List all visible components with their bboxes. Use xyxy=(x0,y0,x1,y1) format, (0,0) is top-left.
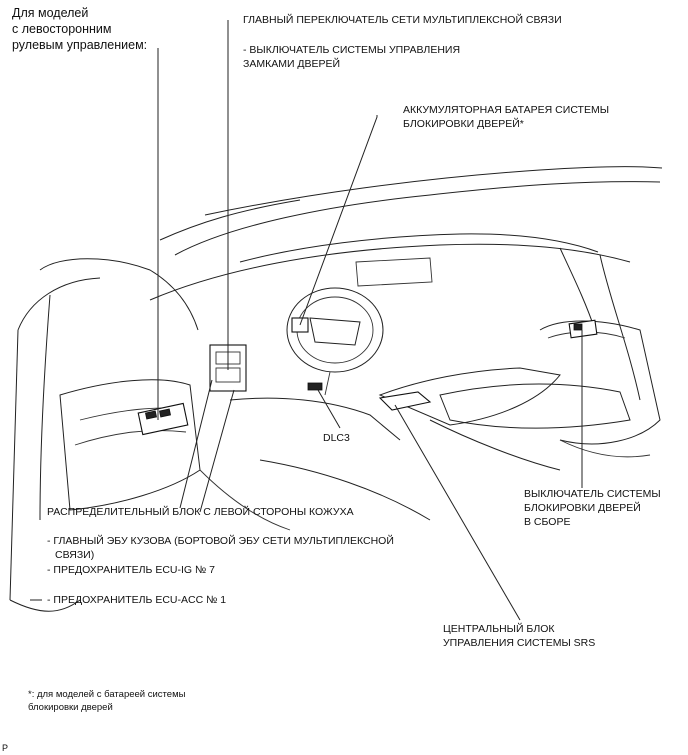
footnote-line-2: блокировки дверей xyxy=(28,702,113,713)
label-door-lock-control-switch: - ВЫКЛЮЧАТЕЛЬ СИСТЕМЫ УПРАВЛЕНИЯ ЗАМКАМИ… xyxy=(243,43,460,71)
label-door-lock-battery: АККУМУЛЯТОРНАЯ БАТАРЕЯ СИСТЕМЫ БЛОКИРОВК… xyxy=(403,103,609,131)
label-door-lock-switch-assembly: ВЫКЛЮЧАТЕЛЬ СИСТЕМЫ БЛОКИРОВКИ ДВЕРЕЙ В … xyxy=(524,487,661,529)
label-srs-unit-line-2: УПРАВЛЕНИЯ СИСТЕМЫ SRS xyxy=(443,637,596,649)
label-door-lock-switch-assembly-line-3: В СБОРЕ xyxy=(524,516,571,528)
model-note-line-3: рулевым управлением: xyxy=(12,38,148,52)
label-srs-unit-line-1: ЦЕНТРАЛЬНЫЙ БЛОК xyxy=(443,623,555,635)
label-main-multiplex-switch: ГЛАВНЫЙ ПЕРЕКЛЮЧАТЕЛЬ СЕТИ МУЛЬТИПЛЕКСНО… xyxy=(243,14,562,26)
model-note-line-2: с левосторонним xyxy=(12,22,112,36)
label-junction-block: РАСПРЕДЕЛИТЕЛЬНЫЙ БЛОК С ЛЕВОЙ СТОРОНЫ К… xyxy=(47,506,354,518)
label-door-lock-control-switch-line-1: - ВЫКЛЮЧАТЕЛЬ СИСТЕМЫ УПРАВЛЕНИЯ xyxy=(243,44,461,56)
footnote: *: для моделей с батареей системы блокир… xyxy=(28,688,185,714)
model-note: Для моделей с левосторонним рулевым упра… xyxy=(12,5,147,53)
label-door-lock-battery-line-1: АККУМУЛЯТОРНАЯ БАТАРЕЯ СИСТЕМЫ xyxy=(403,104,610,116)
label-dlc3: DLC3 xyxy=(323,432,350,444)
label-body-ecu-line-1: - ГЛАВНЫЙ ЭБУ КУЗОВА (БОРТОВОЙ ЭБУ СЕТИ … xyxy=(47,535,394,547)
corner-mark: P xyxy=(2,743,9,753)
label-door-lock-switch-assembly-line-1: ВЫКЛЮЧАТЕЛЬ СИСТЕМЫ xyxy=(524,488,661,500)
label-fuse-ecu-acc: - ПРЕДОХРАНИТЕЛЬ ECU-ACC № 1 xyxy=(47,594,227,606)
label-body-ecu-line-2: СВЯЗИ) xyxy=(55,549,95,561)
label-srs-unit: ЦЕНТРАЛЬНЫЙ БЛОК УПРАВЛЕНИЯ СИСТЕМЫ SRS xyxy=(443,622,595,650)
model-note-line-1: Для моделей xyxy=(12,6,89,20)
label-door-lock-control-switch-line-2: ЗАМКАМИ ДВЕРЕЙ xyxy=(243,58,341,70)
label-door-lock-switch-assembly-line-2: БЛОКИРОВКИ ДВЕРЕЙ xyxy=(524,502,641,514)
footnote-line-1: *: для моделей с батареей системы xyxy=(28,689,186,700)
label-door-lock-battery-line-2: БЛОКИРОВКИ ДВЕРЕЙ* xyxy=(403,118,524,130)
label-fuse-ecu-ig: - ПРЕДОХРАНИТЕЛЬ ECU-IG № 7 xyxy=(47,564,216,576)
label-body-ecu: - ГЛАВНЫЙ ЭБУ КУЗОВА (БОРТОВОЙ ЭБУ СЕТИ … xyxy=(47,534,394,562)
